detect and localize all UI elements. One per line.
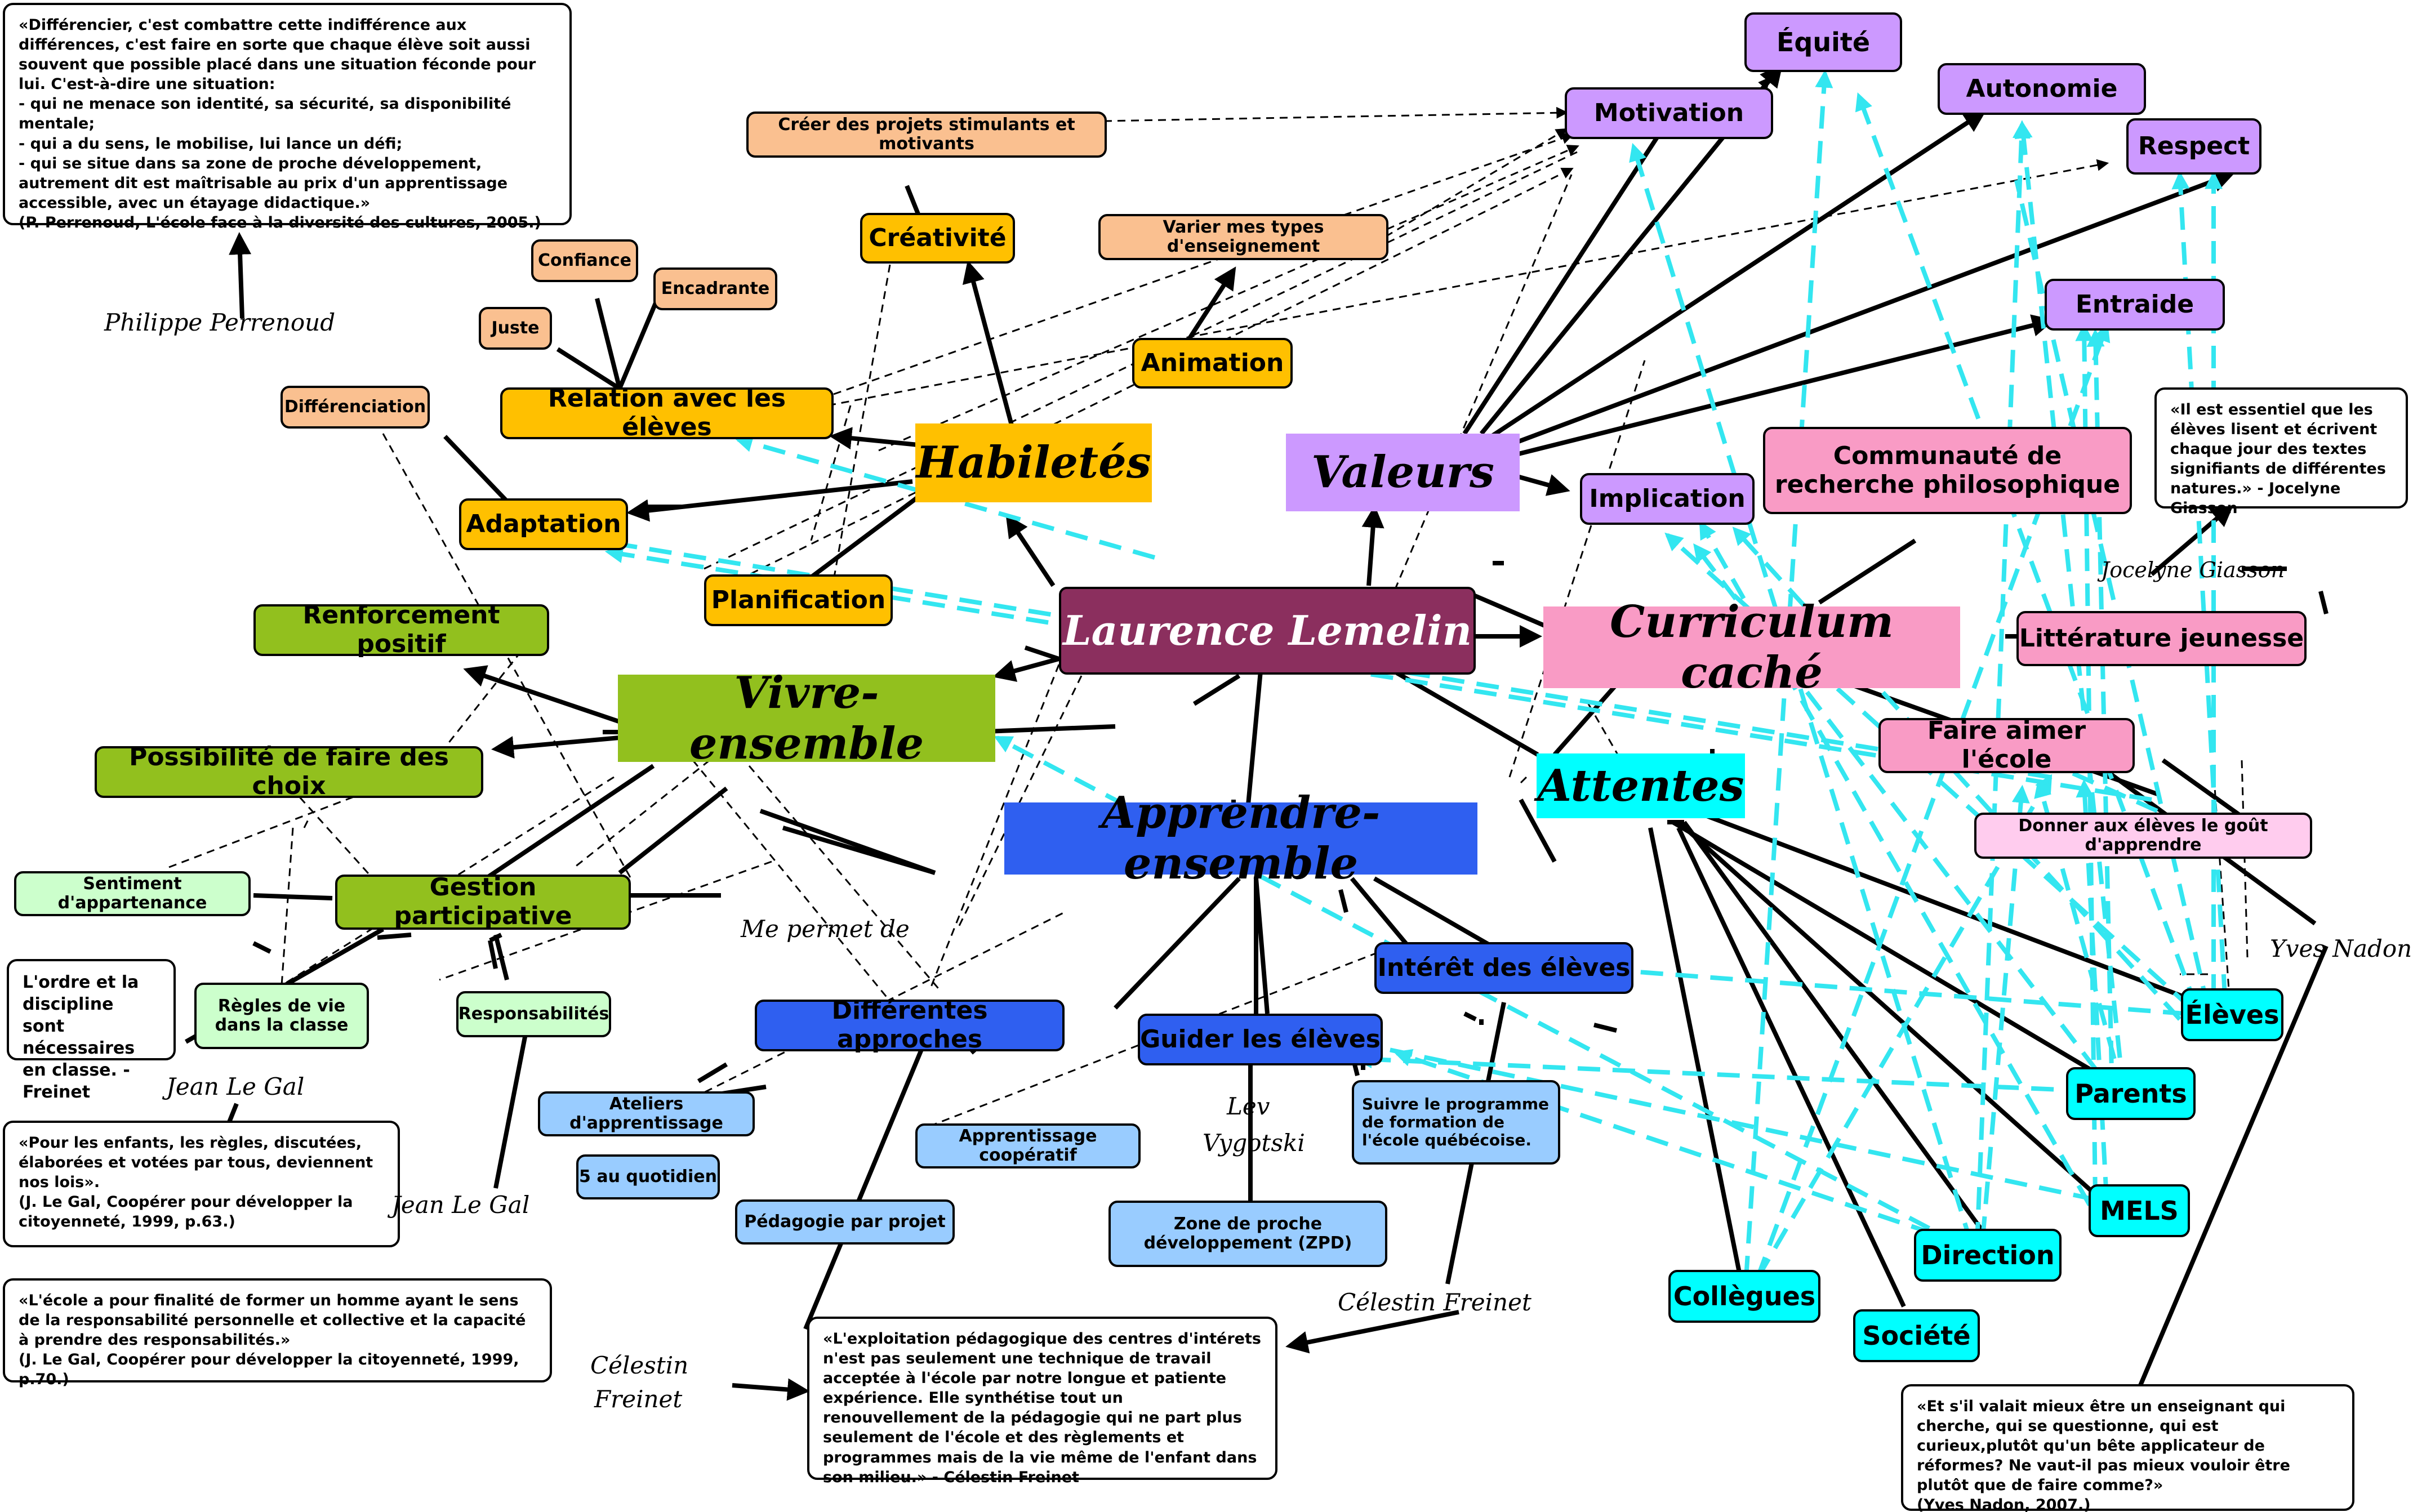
relation-node[interactable]: Relation avec les élèves — [500, 385, 834, 441]
guider-node[interactable]: Guider les élèves — [1138, 1014, 1383, 1065]
giasson-label: Jocelyne Giasson — [2101, 557, 2285, 582]
confiance-node[interactable]: Confiance — [531, 239, 638, 282]
vivre-node[interactable]: Vivre-ensemble — [618, 667, 995, 769]
zpd-node[interactable]: Zone de proche développement (ZPD) — [1108, 1201, 1387, 1267]
direction-node[interactable]: Direction — [1914, 1229, 2062, 1282]
differenciation-node[interactable]: Différenciation — [281, 386, 430, 429]
planification-node[interactable]: Planification — [704, 574, 893, 626]
gout-node[interactable]: Donner aux élèves le goût d'apprendre — [1974, 813, 2312, 859]
permet-label: Me permet de — [741, 915, 910, 943]
interet-node[interactable]: Intérêt des élèves — [1374, 942, 1633, 994]
freinet2-label: Célestin Freinet — [1338, 1288, 1532, 1316]
mels-node[interactable]: MELS — [2089, 1184, 2190, 1237]
appartenance-node[interactable]: Sentiment d'appartenance — [14, 871, 251, 916]
giasson-quote: «Il est essentiel que les élèves lisent … — [2154, 387, 2408, 517]
collegues-node[interactable]: Collègues — [1668, 1270, 1820, 1323]
motivation-node[interactable]: Motivation — [1565, 87, 1773, 139]
communaute-node[interactable]: Communauté de recherche philosophique — [1763, 427, 2132, 514]
nadon-quote: «Et s'il valait mieux être un enseignant… — [1901, 1384, 2354, 1512]
habiletes-node[interactable]: Habiletés — [915, 423, 1152, 502]
respect-node[interactable]: Respect — [2126, 118, 2261, 175]
responsabilites-node[interactable]: Responsabilités — [456, 991, 611, 1037]
freinet-quote: «L'exploitation pédagogique des centres … — [807, 1317, 1277, 1486]
nadon-label: Yves Nadon — [2270, 935, 2412, 962]
entraide-node[interactable]: Entraide — [2045, 279, 2225, 331]
curriculum-node[interactable]: Curriculum caché — [1543, 596, 1960, 698]
ordre-note: L'ordre et la discipline sont nécessaire… — [7, 959, 176, 1102]
freinet1-label-a: Célestin — [590, 1352, 689, 1379]
varier-node[interactable]: Varier mes types d'enseignement — [1098, 214, 1388, 260]
valeurs-node[interactable]: Valeurs — [1286, 434, 1520, 511]
eleves-node[interactable]: Élèves — [2181, 988, 2283, 1041]
projets-node[interactable]: Créer des projets stimulants et motivant… — [746, 111, 1107, 158]
perrenoud-quote: «Différencier, c'est combattre cette ind… — [3, 3, 572, 231]
gestion-node[interactable]: Gestion participative — [335, 873, 631, 930]
cooperatif-node[interactable]: Apprentissage coopératif — [915, 1123, 1141, 1168]
encadrante-node[interactable]: Encadrante — [653, 267, 777, 310]
animation-node[interactable]: Animation — [1132, 338, 1293, 389]
ateliers-node[interactable]: Ateliers d'apprentissage — [538, 1091, 755, 1136]
perrenoud-label: Philippe Perrenoud — [104, 309, 336, 336]
projet-node[interactable]: Pédagogie par projet — [735, 1199, 955, 1245]
adaptation-node[interactable]: Adaptation — [459, 498, 628, 550]
center-node[interactable]: Laurence Lemelin — [1059, 587, 1476, 675]
autonomie-node[interactable]: Autonomie — [1938, 63, 2146, 115]
legal1-quote: «Pour les enfants, les règles, discutées… — [3, 1121, 400, 1247]
equite-node[interactable]: Équité — [1744, 12, 1902, 72]
societe-node[interactable]: Société — [1853, 1309, 1980, 1362]
cinq-node[interactable]: 5 au quotidien — [576, 1154, 720, 1199]
juste-node[interactable]: Juste — [479, 307, 552, 350]
choix-node[interactable]: Possibilité de faire des choix — [95, 743, 483, 800]
legal2-label: Jean Le Gal — [391, 1191, 530, 1219]
parents-node[interactable]: Parents — [2066, 1067, 2196, 1120]
apprendre-node[interactable]: Apprendre-ensemble — [1004, 788, 1477, 889]
freinet1-label-b: Freinet — [594, 1385, 683, 1413]
renforcement-node[interactable]: Renforcement positif — [253, 601, 549, 658]
faire-aimer-node[interactable]: Faire aimer l'école — [1878, 717, 2135, 774]
approches-node[interactable]: Différentes approches — [755, 997, 1065, 1054]
regles-node[interactable]: Règles de vie dans la classe — [194, 983, 369, 1049]
lev-label: Lev — [1227, 1092, 1270, 1120]
programme-node[interactable]: Suivre le programme de formation de l'éc… — [1352, 1080, 1560, 1165]
implication-node[interactable]: Implication — [1580, 473, 1755, 525]
attentes-node[interactable]: Attentes — [1537, 753, 1745, 818]
litterature-node[interactable]: Littérature jeunesse — [2016, 611, 2307, 666]
creativite-node[interactable]: Créativité — [860, 213, 1015, 264]
legal2-quote: «L'école a pour finalité de former un ho… — [3, 1278, 552, 1388]
vygotski-label: Vygotski — [1203, 1129, 1305, 1157]
legal1-label: Jean Le Gal — [166, 1073, 305, 1100]
